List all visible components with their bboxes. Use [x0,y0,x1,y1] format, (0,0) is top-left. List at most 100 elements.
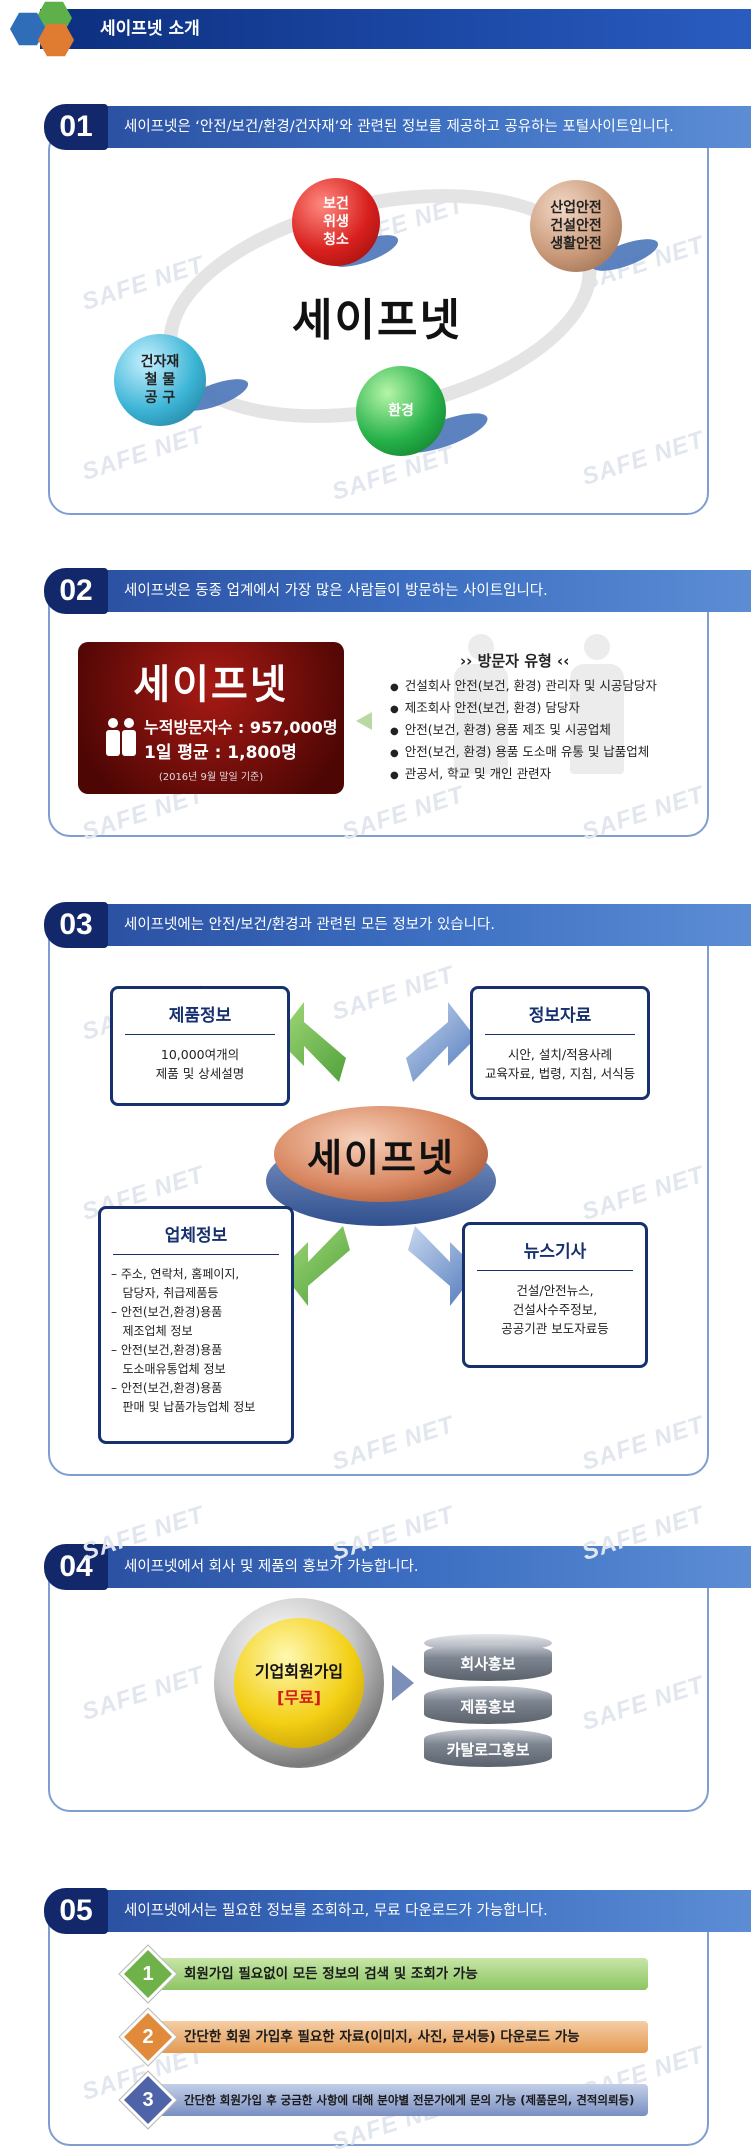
step-number: 3 [142,2089,154,2111]
list-item: 건설회사 안전(보건, 환경) 관리자 및 시공담당자 [390,676,657,698]
visitor-stats-box: 세이프넷 누적방문자수 : 957,000명 1일 평균 : 1,800명 (2… [78,642,344,794]
card-product-info: 제품정보 10,000여개의 제품 및 상세설명 [110,986,290,1106]
join-label: 기업회원가입 [254,1662,344,1681]
card-title: 업체정보 [164,1226,228,1246]
sphere-environment: 환경 [356,366,446,456]
section-02-bar [84,570,751,612]
card-company-info: 업체정보 – 주소, 연락처, 홈페이지, 담당자, 취급제품등 – 안전(보건… [98,1206,294,1444]
person-icon [124,718,134,728]
sphere-label: 보건 [323,196,349,212]
list-item: 안전(보건, 환경) 용품 도소매 유통 및 납품업체 [390,742,657,764]
card-title: 뉴스기사 [523,1242,587,1262]
list-item: 도소매유통업체 정보 [111,1362,226,1376]
card-divider [113,1254,279,1255]
sphere-label: 환경 [388,403,414,419]
card-resource-info: 정보자료 시안, 설치/적용사례 교육자료, 법령, 지침, 서식등 [470,986,650,1100]
sphere-label: 청소 [323,232,349,248]
sphere-label: 위생 [323,214,349,230]
card-title: 정보자료 [528,1006,592,1026]
join-free-label: [무료] [276,1688,322,1707]
section-05-heading: 세이프넷에서는 필요한 정보를 조회하고, 무료 다운로드가 가능합니다. [124,1903,548,1919]
card-divider [125,1034,275,1035]
section-01-number: 01 [44,104,108,150]
card-news: 뉴스기사 건설/안전뉴스, 건설사수주정보, 공공기관 보도자료등 [462,1222,648,1368]
list-item: 제조업체 정보 [111,1324,193,1338]
section-02-heading: 세이프넷은 동종 업계에서 가장 많은 사람들이 방문하는 사이트입니다. [124,583,548,599]
section-02-number: 02 [44,568,108,614]
card-line: 10,000여개의 [160,1047,240,1062]
card-line: 건설/안전뉴스, [516,1283,594,1298]
card-body: 시안, 설치/적용사례 교육자료, 법령, 지침, 서식등 [473,1035,647,1083]
section-04-heading: 세이프넷에서 회사 및 제품의 홍보가 가능합니다. [124,1559,419,1575]
sphere-label: 건자재 [140,354,180,370]
step-1: 1 회원가입 필요없이 모든 정보의 검색 및 조회가 가능 [119,1945,648,2003]
sphere-label: 건설안전 [550,218,602,234]
stat-brand: 세이프넷 [133,662,289,708]
step-bar [148,2084,648,2116]
list-item: 관공서, 학교 및 개인 관련자 [390,764,657,786]
card-divider [485,1034,635,1035]
step-2: 2 간단한 회원 가입후 필요한 자료(이미지, 사진, 문서등) 다운로드 가… [119,2008,648,2066]
hexagon-orange-icon [38,23,74,57]
step-text: 간단한 회원 가입후 필요한 자료(이미지, 사진, 문서등) 다운로드 가능 [184,2029,580,2045]
list-item: – 안전(보건,환경)용품 [111,1343,223,1357]
page-title: 세이프넷 소개 [100,19,200,39]
arrow-right-icon [392,1665,414,1701]
section-03-bar [84,904,751,946]
section-05-bar [84,1890,751,1932]
card-line: 건설사수주정보, [512,1302,598,1317]
page-header: 세이프넷 소개 [0,0,751,58]
step-text: 간단한 회원가입 후 궁금한 사항에 대해 분야별 전문가에게 문의 가능 (제… [184,2093,635,2107]
list-item: 제조회사 안전(보건, 환경) 담당자 [390,698,657,720]
card-line: 제품 및 상세설명 [155,1066,245,1081]
section-01-bar [84,106,751,148]
step-bar [148,1958,648,1990]
card-line: 교육자료, 법령, 지침, 서식등 [484,1066,636,1081]
header-bar [40,9,751,49]
step-3: 3 간단한 회원가입 후 궁금한 사항에 대해 분야별 전문가에게 문의 가능 … [119,2071,648,2129]
sphere-label: 공 구 [144,390,176,406]
card-body: 10,000여개의 제품 및 상세설명 [113,1035,287,1083]
pointer-arrow-icon [356,712,372,730]
list-item: 안전(보건, 환경) 용품 제조 및 시공업체 [390,720,657,742]
section-04-bar [84,1546,751,1588]
step-text: 회원가입 필요없이 모든 정보의 검색 및 조회가 가능 [184,1966,478,1982]
sphere-label: 산업안전 [550,200,602,216]
card-line: 시안, 설치/적용사례 [507,1047,613,1062]
card-line: 공공기관 보도자료등 [501,1321,609,1336]
join-badge: 기업회원가입 [무료] [234,1618,364,1748]
person-icon [106,730,120,756]
promo-product: 제품홍보 [424,1686,552,1724]
list-item: – 안전(보건,환경)용품 [111,1381,223,1395]
list-item: 판매 및 납품가능업체 정보 [111,1400,256,1414]
people-silhouette-icon [468,634,494,660]
visitor-types-list: 건설회사 안전(보건, 환경) 관리자 및 시공담당자 제조회사 안전(보건, … [390,676,657,786]
section-01-heading: 세이프넷은 ‘안전/보건/환경/건자재’와 관련된 정보를 제공하고 공유하는 … [124,119,674,135]
card-divider [477,1270,633,1271]
center-disc: 세이프넷 [274,1106,488,1202]
person-icon [122,730,136,756]
total-visitors: 누적방문자수 : 957,000명 [144,718,338,737]
sphere-label: 생활안전 [550,236,602,252]
section-04-number: 04 [44,1544,108,1590]
section-05-number: 05 [44,1888,108,1934]
step-bar [148,2021,648,2053]
list-item: 담당자, 취급제품등 [111,1286,219,1300]
promo-company: 회사홍보 [424,1643,552,1681]
card-body: 건설/안전뉴스, 건설사수주정보, 공공기관 보도자료등 [465,1271,645,1338]
daily-visitors: 1일 평균 : 1,800명 [144,743,297,763]
visitor-types-title: ›› 방문자 유형 ‹‹ [460,652,570,670]
brand-logo-text: 세이프넷 [292,295,462,346]
step-number: 1 [142,1963,154,1985]
list-item: – 안전(보건,환경)용품 [111,1305,223,1319]
person-icon [108,718,118,728]
step-number: 2 [142,2026,154,2048]
section-03-number: 03 [44,902,108,948]
company-info-list: – 주소, 연락처, 홈페이지, 담당자, 취급제품등 – 안전(보건,환경)용… [101,1255,291,1417]
stats-date-note: (2016년 9월 말일 기준) [158,772,264,783]
card-title: 제품정보 [168,1006,232,1026]
section-03-heading: 세이프넷에는 안전/보건/환경과 관련된 모든 정보가 있습니다. [124,917,495,933]
